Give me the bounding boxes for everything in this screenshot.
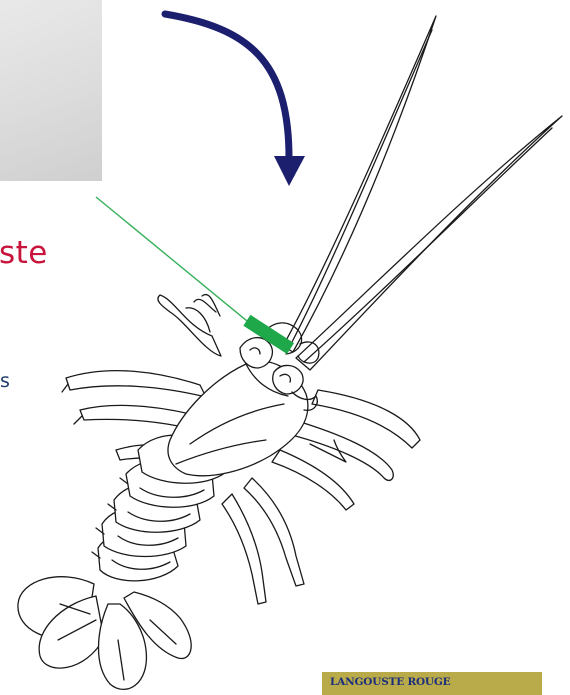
curved-arrow-down-icon: [165, 14, 305, 186]
lobster-tail: [18, 577, 191, 690]
tag-label: LANGOUSTE ROUGE: [330, 676, 450, 688]
lobster-tag-photo: LANGOUSTE ROUGE: [322, 672, 542, 695]
